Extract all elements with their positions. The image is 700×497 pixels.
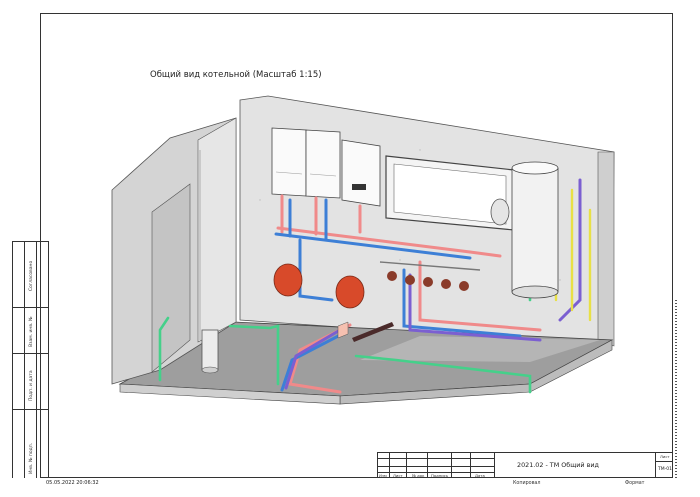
drawing-title: Общий вид котельной (Масштаб 1:15) bbox=[150, 70, 322, 80]
label-signature-date: Подп. и дата bbox=[29, 370, 34, 401]
label-agreed: Согласовано bbox=[29, 260, 34, 291]
drawing-frame bbox=[40, 13, 673, 478]
filter-unit bbox=[201, 329, 219, 374]
boiler-units bbox=[271, 127, 381, 207]
label-replace-inv: Взам. инв. № bbox=[29, 316, 34, 347]
timestamp: 05.05.2022 20:06:32 bbox=[46, 480, 99, 486]
format-label: Формат bbox=[625, 481, 645, 486]
expansion-tanks bbox=[273, 198, 510, 309]
sheet-name: 2021.02 - ТМ Общий вид bbox=[517, 461, 599, 469]
col-sheet: Лист bbox=[393, 473, 403, 478]
floor-manifold bbox=[337, 321, 394, 342]
col-signature: Подпись bbox=[431, 473, 449, 478]
label-inv-number: Инв. № подп. bbox=[29, 442, 34, 474]
side-stamp: Согласовано Взам. инв. № Подп. и дата Ин… bbox=[12, 241, 49, 478]
copied-label: Копировал bbox=[513, 481, 541, 486]
sheet-code: ТМ-01 bbox=[658, 467, 672, 472]
sheet-label: Лист bbox=[660, 454, 670, 459]
col-doc: № док bbox=[412, 473, 425, 478]
col-change: Изм bbox=[379, 473, 387, 478]
cut-edge-marker bbox=[675, 300, 677, 478]
pump-group bbox=[379, 261, 481, 291]
title-block: Изм Лист № док Подпись Дата Лист 2021.02… bbox=[377, 452, 673, 478]
col-date: Дата bbox=[475, 473, 485, 478]
water-heater bbox=[511, 161, 559, 299]
